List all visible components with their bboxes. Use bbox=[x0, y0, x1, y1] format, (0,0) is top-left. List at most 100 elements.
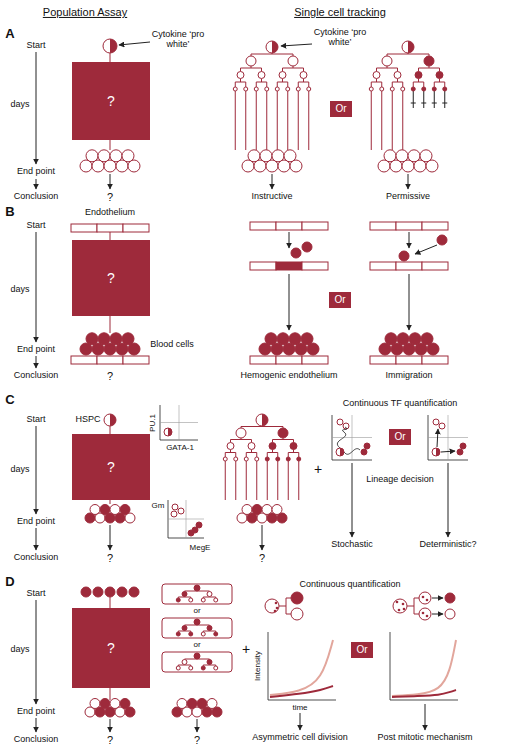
or-box: Or bbox=[351, 642, 373, 658]
cell-body bbox=[286, 457, 290, 461]
cell bbox=[394, 72, 401, 79]
cell-body bbox=[254, 87, 258, 91]
cell bbox=[176, 666, 180, 670]
cell-body bbox=[172, 504, 178, 510]
cell-body bbox=[420, 150, 432, 162]
timeline-label: End point bbox=[17, 167, 55, 177]
conclusion-label: ? bbox=[107, 191, 113, 203]
cell bbox=[301, 333, 313, 345]
cell bbox=[86, 333, 98, 345]
tree-line bbox=[287, 82, 288, 87]
tree-line bbox=[240, 68, 241, 72]
panel-letter: B bbox=[5, 205, 14, 219]
cell bbox=[443, 87, 447, 91]
cell-body bbox=[189, 666, 193, 670]
death-cross bbox=[442, 103, 447, 104]
tree-line bbox=[286, 598, 291, 599]
conclusion-label: Hemogenic endothelium bbox=[240, 371, 337, 381]
marker-dot bbox=[402, 603, 405, 606]
tree-line bbox=[298, 82, 309, 83]
cell-body bbox=[236, 428, 246, 438]
cell-body bbox=[246, 56, 256, 66]
tree-line bbox=[402, 82, 403, 87]
cell-body bbox=[439, 423, 445, 429]
cell bbox=[81, 587, 91, 597]
cell-body bbox=[433, 419, 439, 425]
tree-line bbox=[444, 82, 445, 87]
cell bbox=[189, 666, 193, 670]
cell-body bbox=[117, 587, 127, 597]
arrow bbox=[289, 232, 290, 248]
cell-body bbox=[275, 87, 279, 91]
cell-half bbox=[340, 448, 344, 456]
or-box: Or bbox=[330, 101, 352, 117]
tree-line bbox=[277, 82, 278, 87]
cell-body bbox=[297, 457, 301, 461]
death-cross bbox=[423, 89, 424, 108]
cell-body bbox=[178, 508, 184, 514]
tree-line bbox=[267, 452, 278, 453]
question-mark: ? bbox=[107, 641, 115, 655]
tree-line bbox=[414, 598, 415, 614]
tree-line bbox=[235, 82, 246, 83]
annotation: Continuous quantification bbox=[299, 580, 400, 590]
or-box: Or bbox=[389, 429, 411, 445]
cell bbox=[402, 41, 414, 53]
conclusion-label: Immigration bbox=[385, 371, 432, 381]
timeline-label: Start bbox=[26, 415, 45, 425]
cell bbox=[98, 333, 110, 345]
cell-body bbox=[385, 333, 397, 345]
arrow bbox=[110, 525, 111, 550]
cell bbox=[187, 699, 197, 709]
cell bbox=[117, 587, 127, 597]
tree-line bbox=[392, 82, 403, 83]
illustration bbox=[36, 39, 468, 732]
intensity-curve bbox=[270, 686, 333, 697]
cell-half bbox=[272, 41, 278, 53]
cell bbox=[457, 449, 463, 455]
endothelial-cell bbox=[396, 222, 422, 230]
tree-line bbox=[392, 82, 393, 87]
death-cross bbox=[413, 89, 414, 108]
cell-half bbox=[436, 448, 440, 456]
cell-body bbox=[396, 150, 408, 162]
tree-line bbox=[308, 82, 309, 87]
cell-body bbox=[457, 449, 463, 455]
cell-body bbox=[176, 666, 180, 670]
cell bbox=[265, 87, 269, 91]
timeline-label: days bbox=[10, 100, 29, 110]
black-box-assay: ? bbox=[72, 608, 150, 688]
cell-body bbox=[201, 666, 205, 670]
tree-line bbox=[298, 91, 299, 150]
lineage-tree-box bbox=[162, 584, 232, 604]
cell bbox=[104, 414, 116, 426]
cell-body bbox=[90, 505, 100, 515]
separator-word: or bbox=[193, 607, 200, 616]
cell-body bbox=[443, 87, 447, 91]
tree-line bbox=[288, 453, 289, 458]
plot-axis bbox=[268, 632, 269, 700]
timeline-label: days bbox=[10, 465, 29, 475]
arrow bbox=[36, 600, 37, 704]
cell bbox=[288, 56, 298, 66]
endothelial-cell bbox=[276, 356, 302, 364]
tree-line bbox=[397, 68, 398, 72]
cell-body bbox=[86, 150, 98, 162]
conclusion-label: ? bbox=[194, 734, 200, 746]
cell-body bbox=[122, 150, 134, 162]
tree-line bbox=[371, 82, 382, 83]
tree-line bbox=[414, 614, 419, 615]
cell bbox=[300, 72, 307, 79]
annotation: Blood cells bbox=[150, 340, 194, 350]
cell-body bbox=[182, 592, 187, 597]
cell-body bbox=[194, 585, 200, 591]
arrow bbox=[300, 713, 301, 730]
cell bbox=[194, 653, 200, 659]
cell-body bbox=[103, 39, 117, 53]
tree-line bbox=[245, 91, 246, 150]
cell bbox=[385, 333, 397, 345]
axis-label: GATA-1 bbox=[166, 444, 194, 453]
death-cross bbox=[434, 89, 435, 108]
cell bbox=[182, 660, 187, 665]
annotation: Cytokine ‘pro white’ bbox=[149, 30, 207, 50]
